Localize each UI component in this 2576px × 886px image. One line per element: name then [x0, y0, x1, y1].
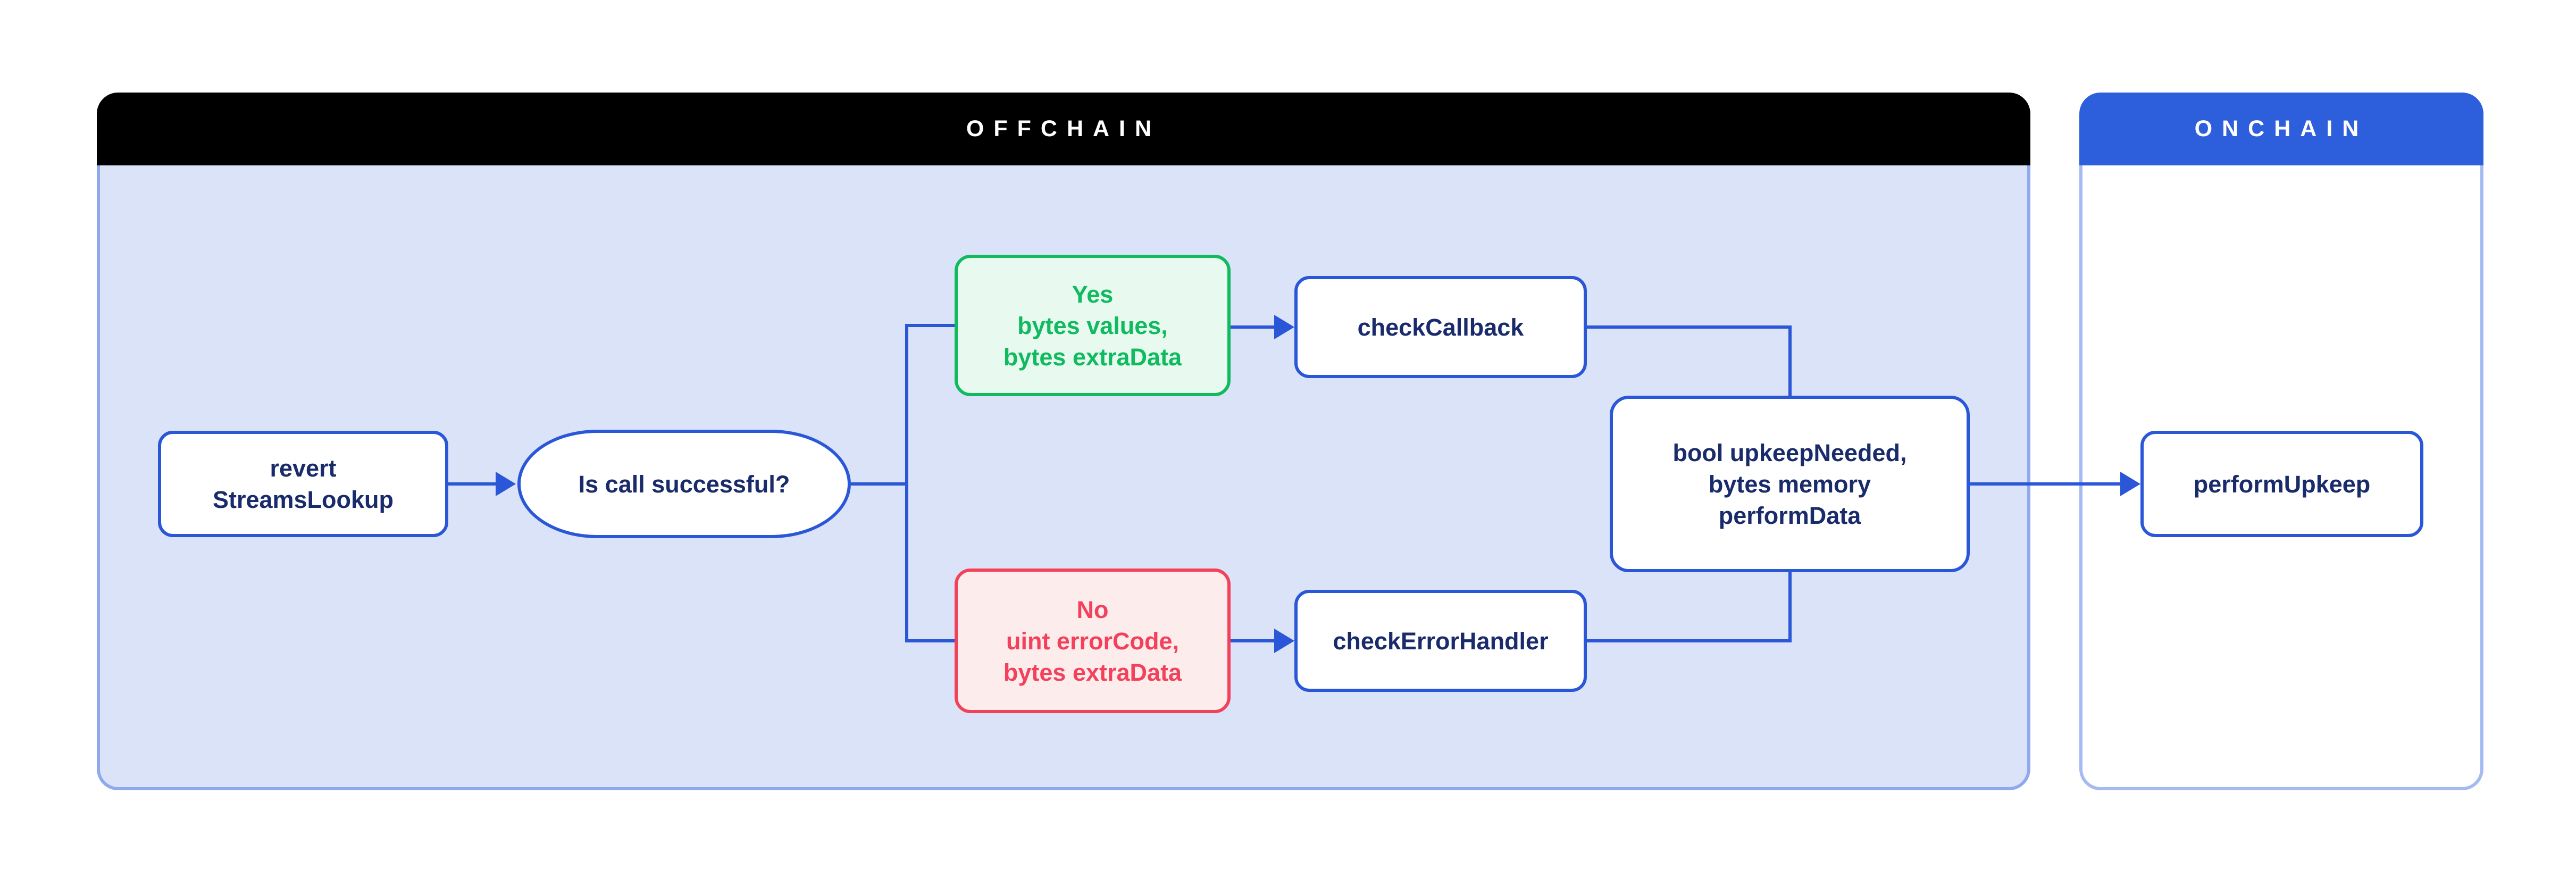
offchain-panel-title: OFFCHAIN: [97, 93, 2030, 165]
connector-checkerrorhandler-up: [1788, 572, 1792, 642]
connector-split-to-yes: [905, 324, 955, 327]
connector-checkcallback-to-result: [1587, 325, 1792, 329]
arrowhead-icon: [1274, 629, 1294, 653]
node-label: No uint errorCode, bytes extraData: [1003, 596, 1182, 686]
node-checkcallback: checkCallback: [1294, 276, 1587, 378]
node-revert-streamslookup: revert StreamsLookup: [158, 431, 448, 537]
connector-decision-to-split: [851, 482, 908, 486]
connector-checkerrorhandler-to-result: [1587, 639, 1792, 642]
node-label: bool upkeepNeeded, bytes memory performD…: [1672, 439, 1907, 529]
connector-split-vertical: [905, 324, 908, 642]
onchain-panel-title: ONCHAIN: [2079, 93, 2483, 165]
arrowhead-icon: [2120, 472, 2140, 496]
connector-split-to-no: [905, 639, 955, 642]
connector-yes-to-checkcallback: [1231, 325, 1274, 329]
node-label: revert StreamsLookup: [212, 455, 394, 513]
arrowhead-icon: [1274, 315, 1294, 339]
node-performupkeep: performUpkeep: [2140, 431, 2423, 537]
arrowhead-icon: [496, 472, 516, 496]
node-yes-branch: Yes bytes values, bytes extraData: [955, 255, 1231, 396]
node-upkeep-result: bool upkeepNeeded, bytes memory performD…: [1610, 396, 1970, 572]
node-label: Yes bytes values, bytes extraData: [1003, 280, 1182, 371]
node-label: performUpkeep: [2193, 470, 2371, 498]
node-is-call-successful: Is call successful?: [517, 430, 851, 538]
node-label: checkCallback: [1357, 313, 1524, 341]
node-label: Is call successful?: [578, 470, 790, 498]
node-label: checkErrorHandler: [1333, 627, 1549, 655]
connector-revert-to-decision: [448, 482, 496, 486]
node-checkerrorhandler: checkErrorHandler: [1294, 590, 1587, 692]
node-no-branch: No uint errorCode, bytes extraData: [955, 569, 1231, 713]
connector-result-to-performupkeep: [1970, 482, 2120, 486]
connector-checkcallback-down: [1788, 325, 1792, 396]
connector-no-to-checkerrorhandler: [1231, 639, 1274, 642]
